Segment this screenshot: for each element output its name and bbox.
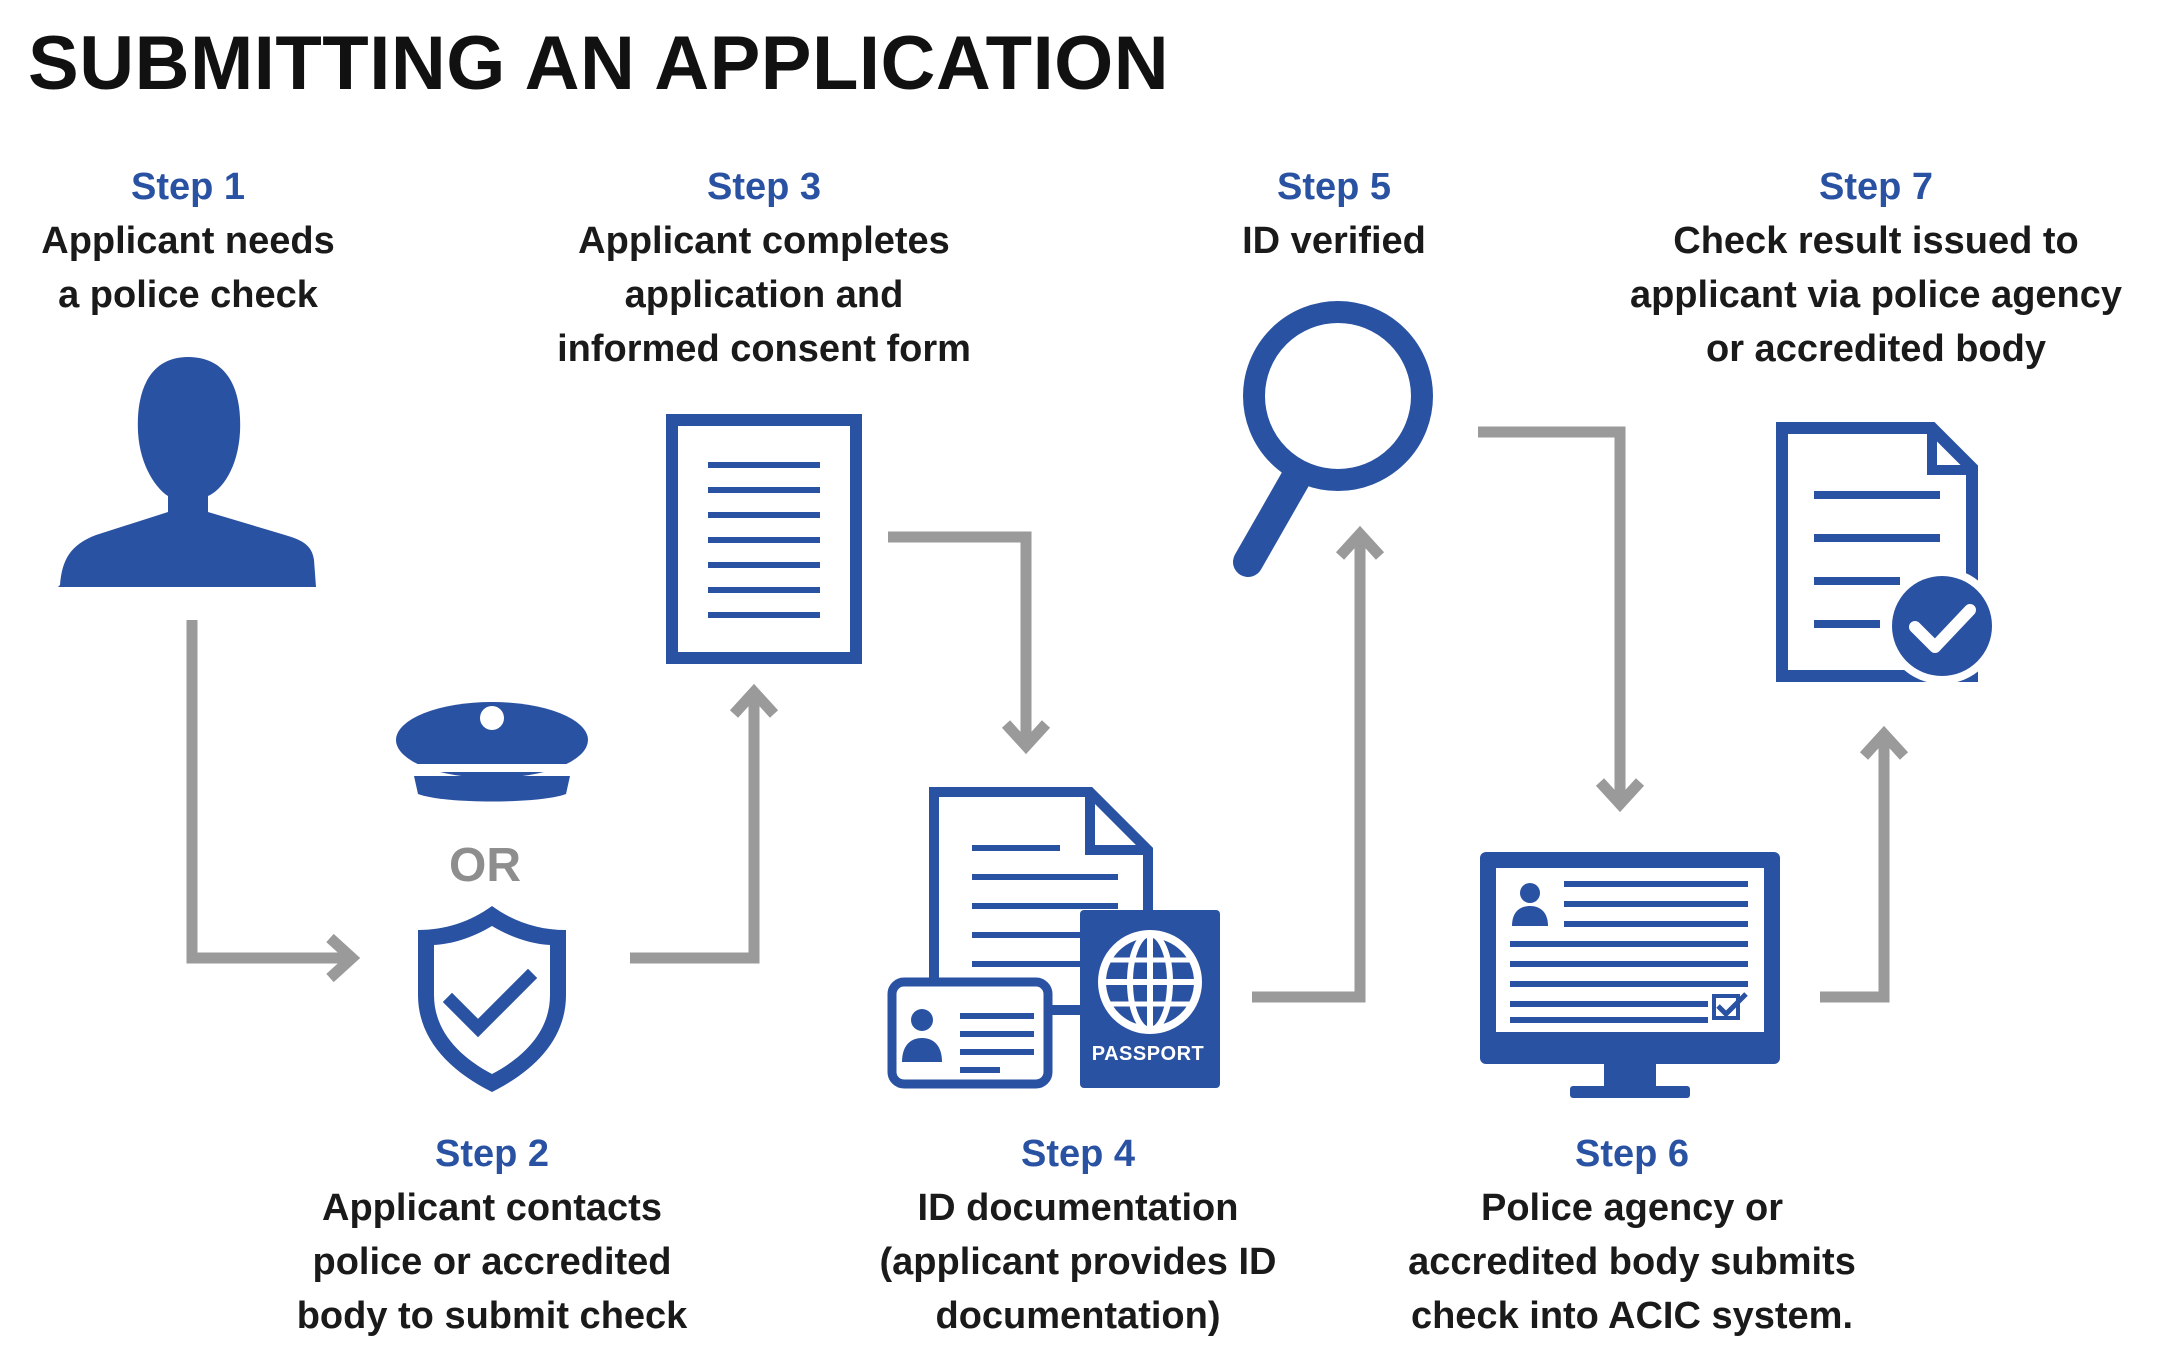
id-card-icon: [887, 977, 1053, 1089]
arrow-step5-to-step6: [1478, 426, 1626, 800]
arrow-step1-to-step2: [186, 620, 350, 964]
computer-monitor-icon: [1480, 852, 1780, 1098]
step-1-label: Step 1: [130, 166, 246, 208]
arrow-step2-to-step3: [630, 694, 760, 964]
arrow-step3-to-step4-head: [1001, 720, 1051, 755]
step-3-label: Step 3: [706, 166, 822, 208]
arrow-step1-to-step2-head: [326, 933, 361, 983]
step-4-label: Step 4: [1020, 1133, 1136, 1175]
step-1-description: Applicant needs a police check: [41, 220, 335, 316]
or-label: OR: [449, 839, 521, 892]
person-icon: [58, 357, 316, 587]
step-7-label: Step 7: [1818, 166, 1934, 208]
approved-document-icon: [1776, 422, 2000, 684]
step-3-description: Applicant completes application and info…: [557, 220, 971, 370]
arrow-step5-to-step6-head: [1595, 778, 1645, 813]
step-5-label: Step 5: [1276, 166, 1392, 208]
arrow-step2-to-step3-head: [729, 683, 779, 718]
arrow-step4-to-step5: [1252, 536, 1366, 1003]
police-cap-icon: [396, 702, 588, 802]
step-6-description: Police agency or accredited body submits…: [1408, 1187, 1856, 1337]
arrow-step6-to-step7-head: [1859, 725, 1909, 760]
step-7: Step 7 Check result issued to applicant …: [1596, 160, 2156, 376]
page-title: SUBMITTING AN APPLICATION: [28, 21, 1170, 106]
step-1: Step 1 Applicant needs a police check: [0, 160, 468, 322]
arrow-step4-to-step5-head: [1335, 525, 1385, 560]
magnifying-glass-icon: [1233, 301, 1433, 577]
step-5: Step 5 ID verified: [1054, 160, 1614, 268]
step-2-description: Applicant contacts police or accredited …: [296, 1187, 688, 1337]
passport-label: PASSPORT: [1091, 1043, 1205, 1065]
arrow-step3-to-step4: [888, 531, 1032, 742]
step-2: Step 2 Applicant contacts police or accr…: [212, 1127, 772, 1343]
shield-check-icon: [418, 906, 566, 1092]
step-4: Step 4 ID documentation (applicant provi…: [798, 1127, 1358, 1343]
step-4-description: ID documentation (applicant provides ID …: [879, 1187, 1277, 1337]
step-6: Step 6 Police agency or accredited body …: [1352, 1127, 1912, 1343]
arrow-step6-to-step7: [1820, 736, 1890, 1003]
step-3: Step 3 Applicant completes application a…: [484, 160, 1044, 376]
form-document-icon: [666, 414, 862, 664]
step-5-description: ID verified: [1242, 220, 1426, 262]
passport-icon: [1080, 910, 1220, 1088]
step-6-label: Step 6: [1574, 1133, 1690, 1175]
step-7-description: Check result issued to applicant via pol…: [1629, 220, 2123, 370]
connector-arrows: [186, 426, 1909, 1003]
step-2-label: Step 2: [434, 1133, 550, 1175]
